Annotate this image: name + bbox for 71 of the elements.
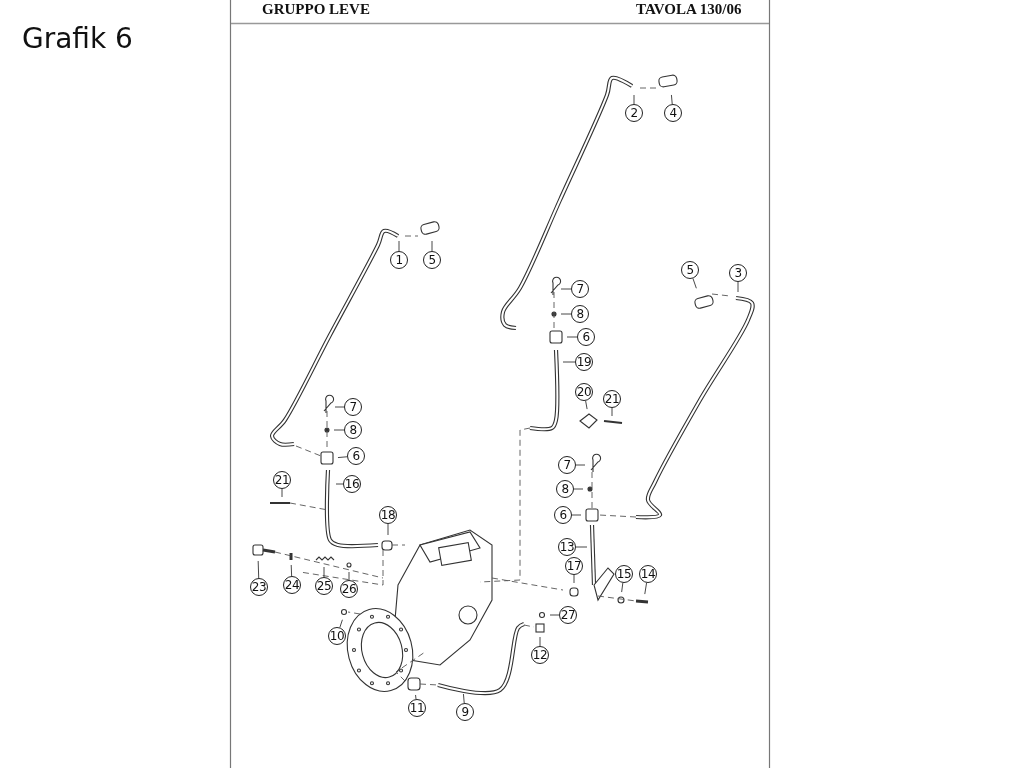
leader-line <box>257 560 260 579</box>
callout-number: 19 <box>575 353 593 371</box>
leader-line <box>334 406 345 408</box>
callout-number: 11 <box>408 699 426 717</box>
leader-line <box>562 361 576 363</box>
callout-number: 3 <box>729 264 747 282</box>
leader-line <box>633 94 635 105</box>
callout-number: 7 <box>571 280 589 298</box>
callout-number: 14 <box>639 565 657 583</box>
callout-number: 23 <box>250 578 268 596</box>
leader-line <box>339 619 343 628</box>
callout-number: 17 <box>565 557 583 575</box>
callout-number: 8 <box>556 480 574 498</box>
leader-line <box>463 693 465 704</box>
leader-line <box>549 614 560 616</box>
leader-line <box>560 313 572 315</box>
callout-number: 18 <box>379 506 397 524</box>
callout-number: 5 <box>681 261 699 279</box>
callout-number: 26 <box>340 580 358 598</box>
leader-line <box>335 483 344 485</box>
leader-line <box>387 523 389 536</box>
leader-line <box>290 564 293 577</box>
callout-number: 4 <box>664 104 682 122</box>
leader-line <box>621 582 624 593</box>
callout-number: 7 <box>344 398 362 416</box>
leader-line <box>398 240 400 252</box>
leader-line <box>573 574 575 584</box>
leader-line <box>431 240 433 252</box>
leader-line <box>539 636 541 647</box>
leader-line <box>737 281 739 293</box>
callout-number: 2 <box>625 104 643 122</box>
leader-line <box>611 407 613 417</box>
callout-number: 24 <box>283 576 301 594</box>
leader-line <box>415 694 417 700</box>
leader-line <box>337 456 348 458</box>
callout-number: 7 <box>558 456 576 474</box>
callout-number: 10 <box>328 627 346 645</box>
header-text: GRUPPO LEVE <box>262 1 370 18</box>
callout-number: 12 <box>531 646 549 664</box>
leader-line <box>281 488 283 498</box>
callout-number: 27 <box>559 606 577 624</box>
callout-number: 9 <box>456 703 474 721</box>
callout-number: 21 <box>603 390 621 408</box>
callout-number: 8 <box>344 421 362 439</box>
leader-line <box>560 288 572 290</box>
leader-line <box>692 278 697 289</box>
callout-number: 21 <box>273 471 291 489</box>
header-text: TAVOLA 130/06 <box>636 1 742 18</box>
callout-number: 8 <box>571 305 589 323</box>
leader-line <box>573 488 584 490</box>
callout-number: 13 <box>558 538 576 556</box>
leader-line <box>323 566 325 578</box>
leader-line <box>333 429 345 431</box>
leader-line <box>571 514 582 516</box>
callout-number: 6 <box>577 328 595 346</box>
leader-line <box>575 464 586 466</box>
callout-number: 15 <box>615 565 633 583</box>
callout-number: 6 <box>554 506 572 524</box>
figure-title: Grafik 6 <box>22 22 133 55</box>
callout-number: 20 <box>575 383 593 401</box>
callout-number: 1 <box>390 251 408 269</box>
callout-number: 25 <box>315 577 333 595</box>
callout-number: 6 <box>347 447 365 465</box>
leader-line <box>575 546 588 548</box>
callout-number: 16 <box>343 475 361 493</box>
callout-number: 5 <box>423 251 441 269</box>
leader-line <box>566 336 578 338</box>
leader-line <box>348 571 350 581</box>
leader-line <box>644 582 648 595</box>
leader-line <box>670 94 673 105</box>
leader-line <box>585 400 588 410</box>
